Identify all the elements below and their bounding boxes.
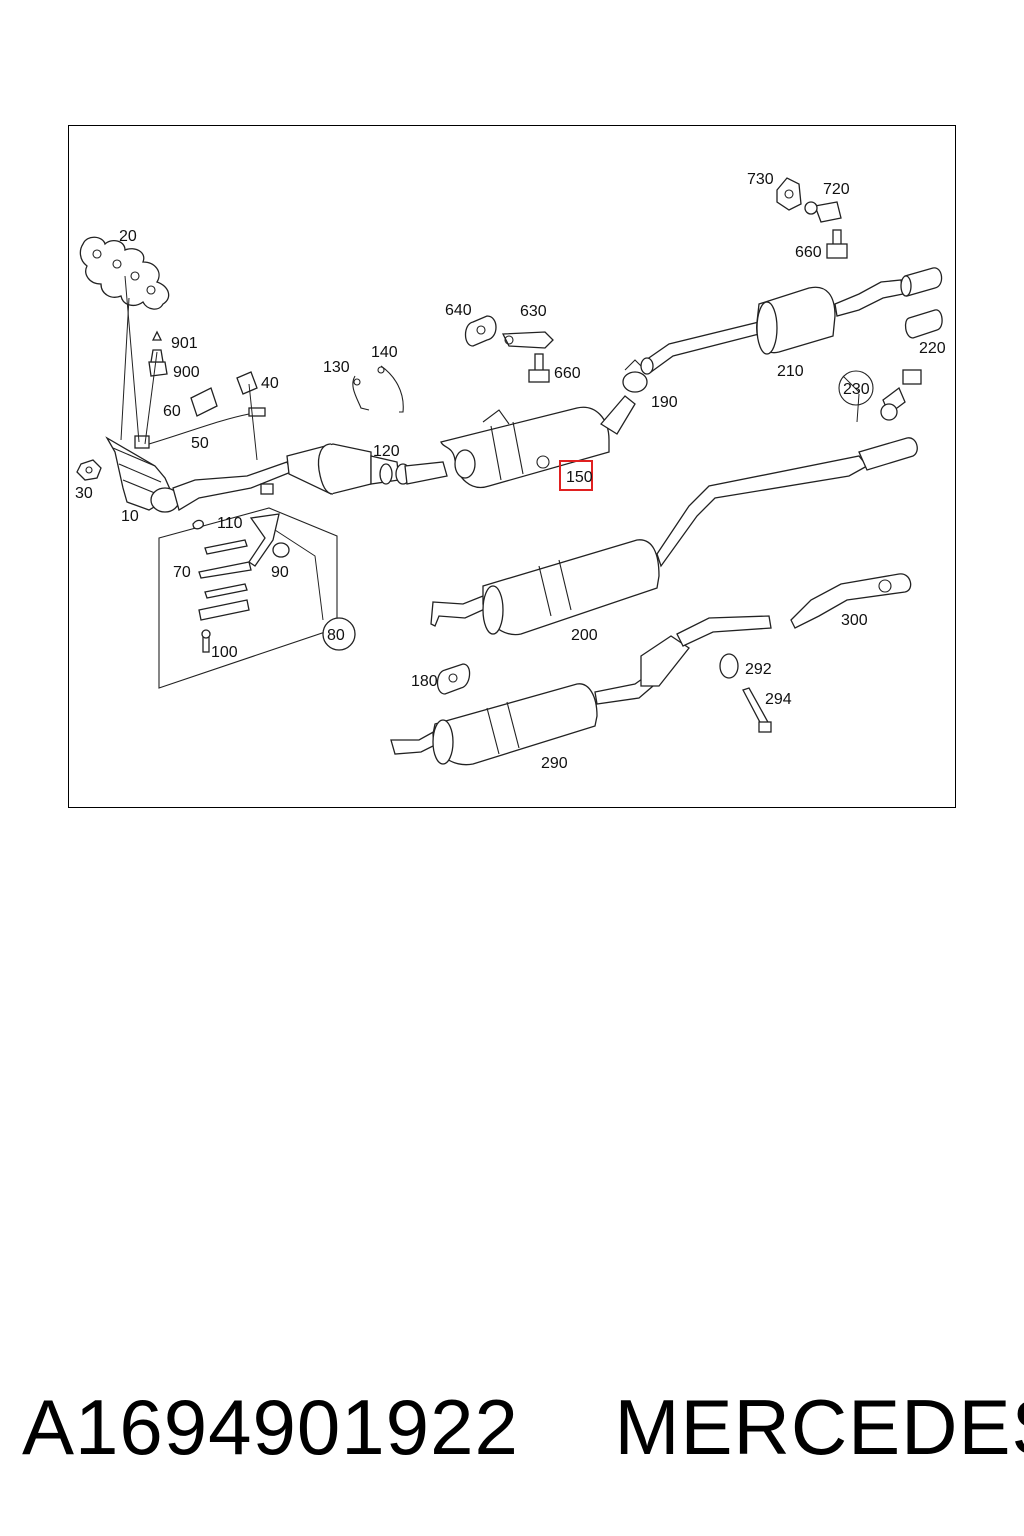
sensor-plug-60: [190, 387, 218, 417]
part-number: A1694901922: [22, 1383, 519, 1471]
rear-muffler-210: [640, 279, 904, 375]
callout-circle-230: [838, 370, 874, 406]
label-294: 294: [765, 691, 792, 708]
label-630: 630: [520, 303, 547, 320]
label-20: 20: [119, 228, 137, 245]
pipe-300: [790, 573, 912, 629]
label-210: 210: [777, 363, 804, 380]
hanger-640: [464, 315, 497, 347]
label-10: 10: [121, 508, 139, 525]
caption: A1694901922 MERCEDES: [22, 1372, 1024, 1482]
label-180: 180: [411, 673, 438, 690]
label-90: 90: [271, 564, 289, 581]
rear-muffler-290: [390, 615, 772, 766]
label-100: 100: [211, 644, 238, 661]
rear-muffler-200: [430, 437, 918, 636]
label-640: 640: [445, 302, 472, 319]
manifold-gasket: [79, 236, 170, 310]
bracket-630: [501, 331, 554, 349]
highlight-box-150: [559, 460, 593, 491]
label-300: 300: [841, 612, 868, 629]
clamp-720: [804, 201, 842, 223]
label-660a: 660: [554, 365, 581, 382]
label-901: 901: [171, 335, 198, 352]
bracket-140: [377, 365, 404, 413]
connector-901: [151, 330, 163, 341]
tailpipe-tip: [900, 267, 943, 339]
label-292: 292: [745, 661, 772, 678]
label-60: 60: [163, 403, 181, 420]
label-660b: 660: [795, 244, 822, 261]
exhaust-manifold: [105, 436, 292, 513]
bracket-130: [352, 375, 370, 411]
hanger-730: [776, 177, 802, 211]
label-70: 70: [173, 564, 191, 581]
label-200: 200: [571, 627, 598, 644]
label-190: 190: [651, 394, 678, 411]
brand-name: MERCEDES: [614, 1383, 1024, 1471]
label-220: 220: [919, 340, 946, 357]
center-muffler: [404, 395, 636, 488]
label-290: 290: [541, 755, 568, 772]
label-110: 110: [217, 515, 243, 532]
label-120: 120: [373, 443, 400, 460]
connector-900: [148, 349, 168, 377]
bracket-kit-80: [158, 507, 356, 689]
label-40: 40: [261, 375, 279, 392]
label-130: 130: [323, 359, 350, 376]
exhaust-parts-diagram: 20 901 900 40 60 50 30 10 130 140 120 64…: [68, 125, 956, 808]
bolt-660a: [528, 353, 550, 383]
label-30: 30: [75, 485, 93, 502]
leader-lines: [120, 275, 860, 621]
label-730: 730: [747, 171, 774, 188]
bushing-bolt: [719, 653, 772, 733]
label-80: 80: [327, 627, 345, 644]
label-50: 50: [191, 435, 209, 452]
bolt-660b: [826, 229, 848, 259]
nut-30: [76, 459, 102, 481]
callout-labels: 20 901 900 40 60 50 30 10 130 140 120 64…: [75, 171, 946, 772]
label-230: 230: [843, 381, 870, 398]
clamp-230: [880, 369, 922, 421]
diagram-canvas: 20 901 900 40 60 50 30 10 130 140 120 64…: [75, 171, 946, 772]
label-150: 150: [566, 469, 593, 486]
label-140: 140: [371, 344, 398, 361]
label-900: 900: [173, 364, 200, 381]
label-720: 720: [823, 181, 850, 198]
rubber-hanger-180: [436, 663, 471, 695]
